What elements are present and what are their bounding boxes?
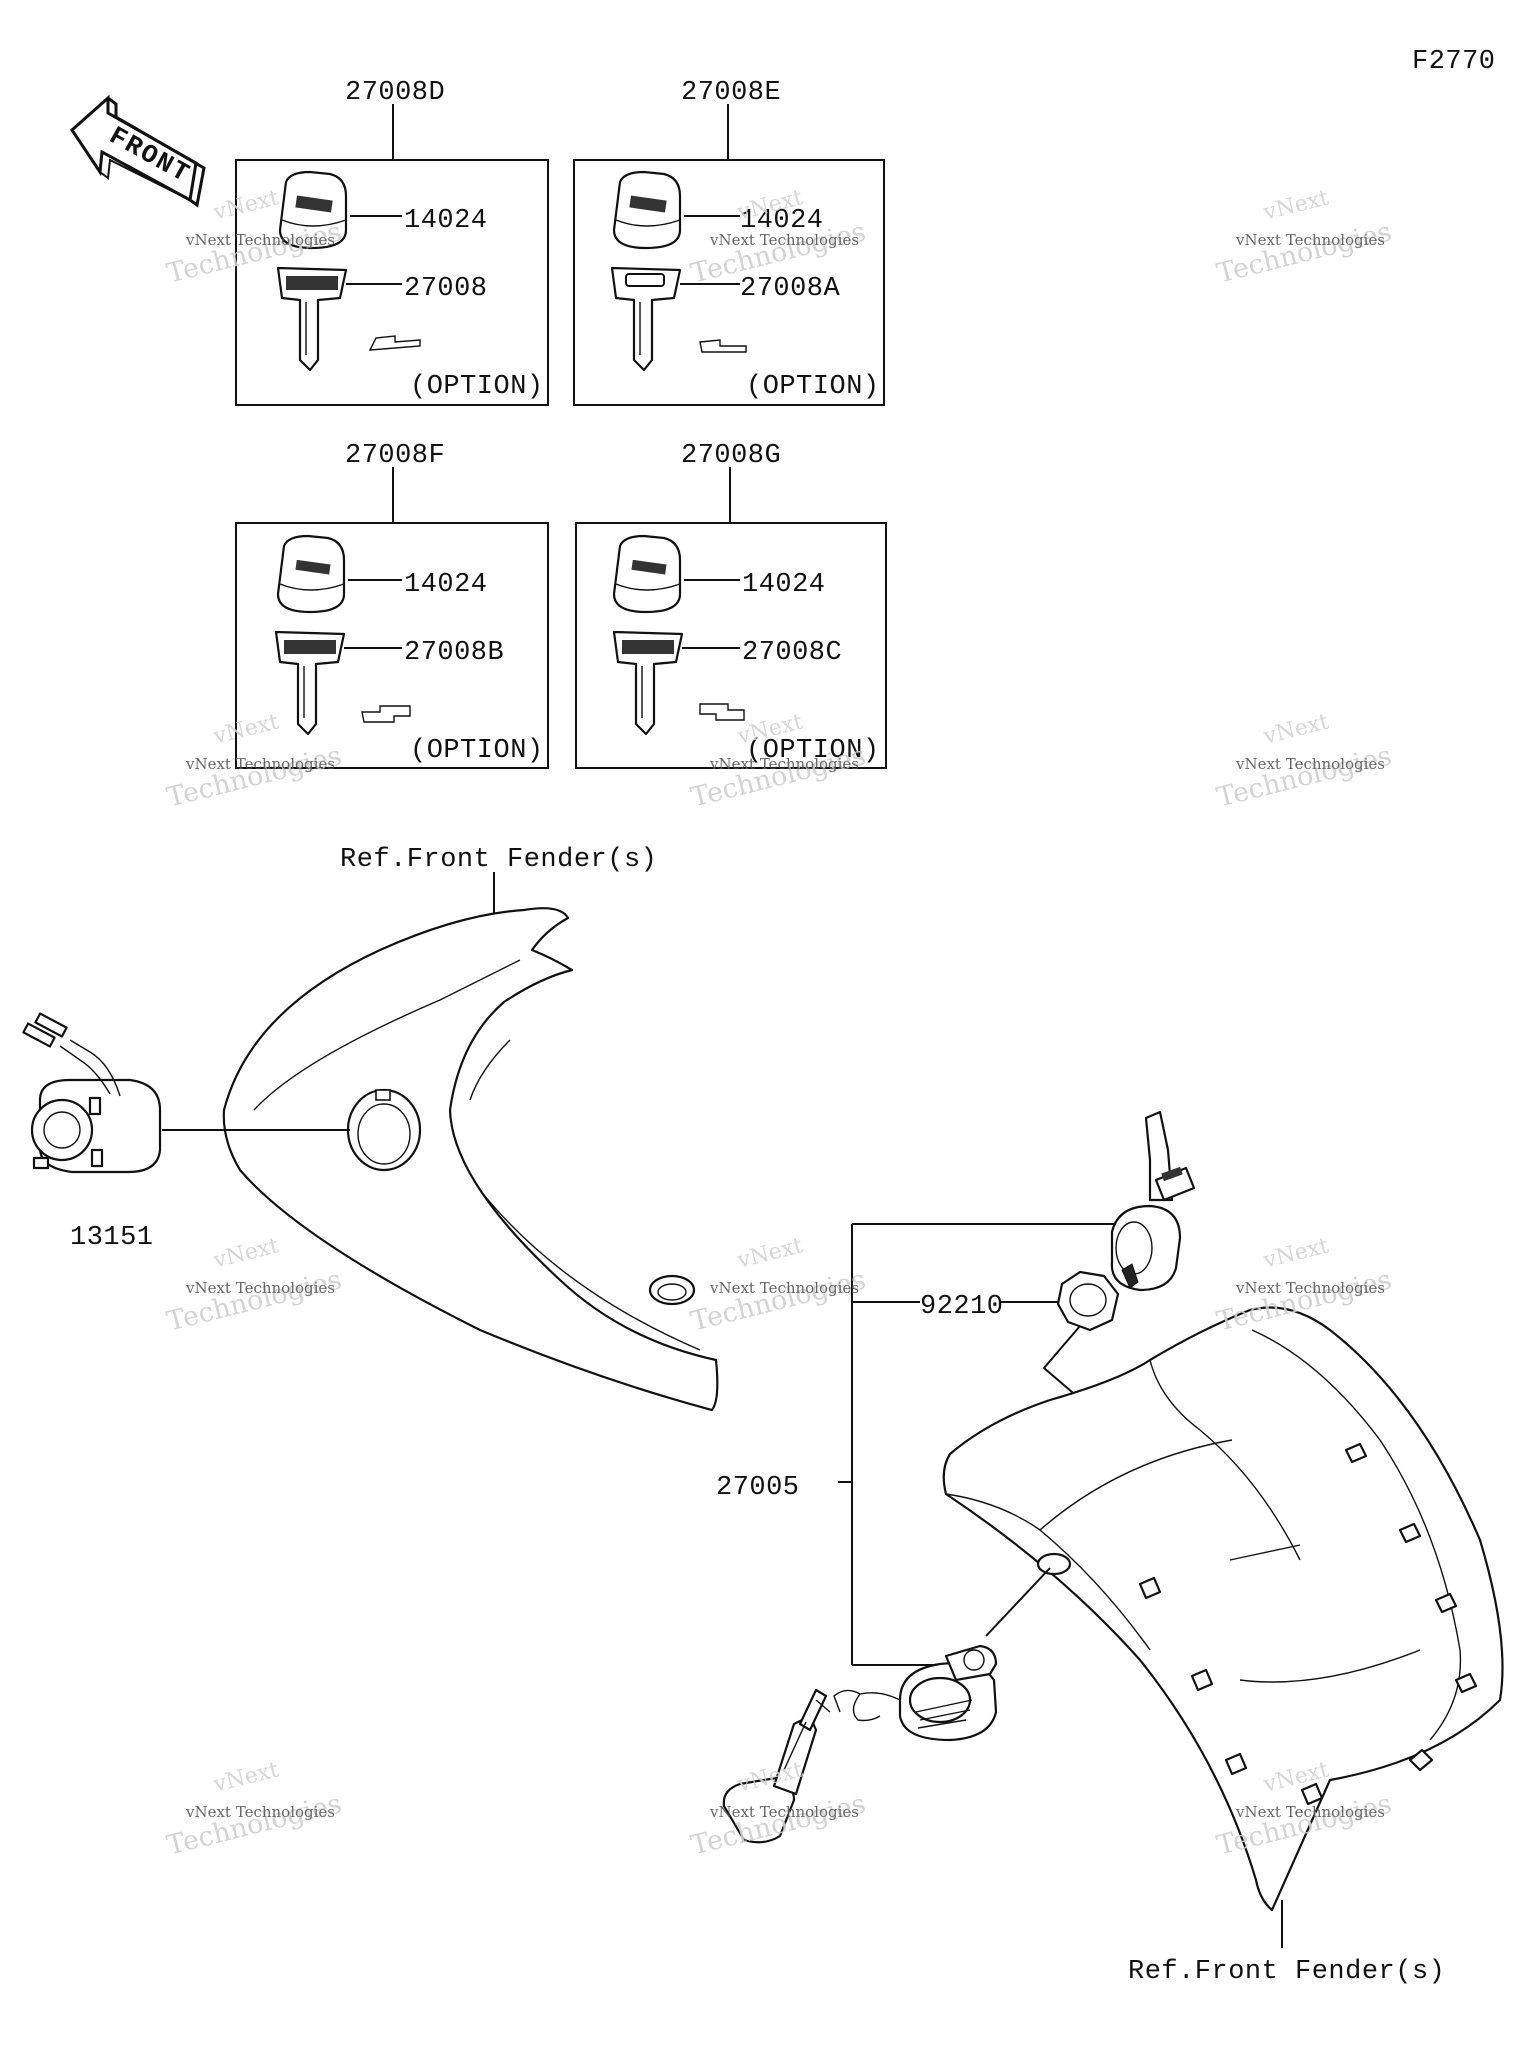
watermark-text: vNext Technologies [185,1279,335,1297]
lock-cylinder-with-key [1110,1110,1196,1292]
watermark-text: vNext Technologies [1235,1803,1385,1821]
watermark-text: Technologies [1214,216,1395,289]
ignition-switch-part-number: 13151 [70,1223,154,1253]
key-set-27008e: 27008E 14024 27008A (OPTION) [573,78,885,406]
watermark-text: vNext Technologies [1235,1279,1385,1297]
front-fender [942,1306,1504,1912]
key-set-27008f: 27008F 14024 27008B (OPTION) [235,441,549,769]
key-set-number: 27008E [681,78,781,108]
nut-92210 [1056,1270,1120,1332]
key-cylinder-icon [278,170,348,250]
key-part-number: 27008C [742,638,842,668]
watermark-text: vNext Technologies [185,231,335,249]
key-part-number: 27008 [404,274,488,304]
watermark-text: Technologies [164,740,345,813]
key-set-27008d: 27008D 14024 27008 (OPTION) [235,78,549,406]
cylinder-part-number: 14024 [742,570,826,600]
watermark-text: vNext [1260,709,1331,749]
watermark-text: Technologies [1214,740,1395,813]
key-cylinder-icon [276,534,346,614]
watermark-text: vNext Technologies [709,1803,859,1821]
watermark-text: Technologies [164,1264,345,1337]
watermark-text: vNext Technologies [709,755,859,773]
key-set-number: 27008G [681,441,781,471]
key-part-number: 27008A [740,274,841,304]
key-set-27008g: 27008G 14024 27008C (OPTION) [575,441,887,769]
lock-housing [833,1644,998,1742]
watermark-text: vNext [210,709,281,749]
ref-front-fender-label-top: Ref.Front Fender(s) [340,845,657,875]
lock-set-part-number: 27005 [716,1473,800,1503]
nut-part-number: 92210 [920,1292,1004,1322]
ignition-cylinder-key [722,1688,831,1844]
key-set-number: 27008F [345,441,445,471]
front-arrow: FRONT [70,94,206,208]
watermark-text: vNext Technologies [709,231,859,249]
ignition-switch-13151 [22,1012,162,1174]
key-cylinder-icon [612,534,682,614]
watermark-text: vNext Technologies [185,1803,335,1821]
watermark-text: Technologies [688,1264,869,1337]
watermark-text: vNext [1260,1233,1331,1273]
cylinder-part-number: 14024 [740,206,824,236]
key-icon [612,630,684,736]
watermark-text: vNext Technologies [1235,755,1385,773]
cylinder-part-number: 14024 [404,570,488,600]
key-icon [276,266,348,372]
key-icon [610,266,682,372]
figure-code: F2770 [1412,47,1496,77]
watermark-text: Technologies [164,1788,345,1861]
watermark-text: vNext [734,1233,805,1273]
key-icon [274,630,346,736]
cylinder-part-number: 14024 [404,206,488,236]
key-part-number: 27008B [404,638,504,668]
watermark-text: vNext Technologies [185,755,335,773]
key-cylinder-icon [612,170,682,250]
option-label: (OPTION) [410,372,544,402]
ref-front-fender-label-bottom: Ref.Front Fender(s) [1128,1957,1445,1987]
watermark-text: vNext Technologies [1235,231,1385,249]
watermark-text: vNext [210,1233,281,1273]
watermark-text: vNext [210,1757,281,1797]
key-set-number: 27008D [345,78,445,108]
option-label: (OPTION) [410,736,544,766]
option-label: (OPTION) [746,372,880,402]
watermark-text: vNext Technologies [709,1279,859,1297]
watermark-text: vNext [1260,185,1331,225]
option-label: (OPTION) [746,736,880,766]
fender-cover-shroud [222,907,719,1412]
watermark-text: vNext [210,185,281,225]
